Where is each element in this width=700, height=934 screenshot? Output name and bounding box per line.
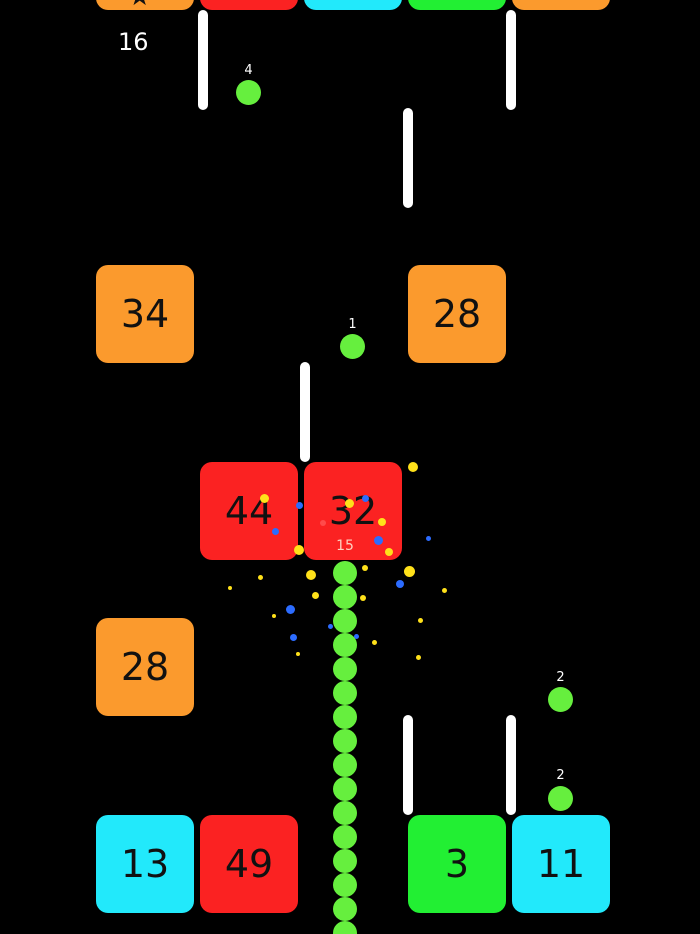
- particle: [260, 494, 269, 503]
- snake-segment: [333, 705, 357, 729]
- pickup-ball: [548, 786, 573, 811]
- particle: [416, 655, 421, 660]
- snake-length: 15: [336, 538, 354, 554]
- particle: [320, 520, 326, 526]
- particle: [286, 605, 295, 614]
- particle: [372, 640, 377, 645]
- pickup-ball: [236, 80, 261, 105]
- block: 3: [408, 815, 506, 913]
- particle: [360, 595, 366, 601]
- snake-segment: [333, 585, 357, 609]
- particle: [426, 536, 431, 541]
- block-top-1: [200, 0, 298, 10]
- snake-segment: [333, 633, 357, 657]
- particle: [258, 575, 263, 580]
- wall: [403, 715, 413, 815]
- block-top-3: [408, 0, 506, 10]
- particle: [362, 495, 369, 502]
- snake-segment: [333, 921, 357, 934]
- particle: [396, 580, 404, 588]
- pickup-value: 4: [244, 63, 253, 78]
- pickup-value: 1: [348, 317, 357, 332]
- pickup-value: 2: [556, 670, 565, 685]
- block-top-4: [512, 0, 610, 10]
- particle: [294, 545, 304, 555]
- wall: [300, 362, 310, 462]
- particle: [378, 518, 386, 526]
- particle: [362, 565, 368, 571]
- snake-segment: [333, 897, 357, 921]
- block: 34: [96, 265, 194, 363]
- snake-segment: [333, 801, 357, 825]
- wall: [403, 108, 413, 208]
- particle: [296, 652, 300, 656]
- block-top-0: [96, 0, 194, 10]
- block: 28: [96, 618, 194, 716]
- pickup-ball: [548, 687, 573, 712]
- block: 32: [304, 462, 402, 560]
- snake-segment: [333, 561, 357, 585]
- snake-segment: [333, 609, 357, 633]
- block: 49: [200, 815, 298, 913]
- snake-segment: [333, 873, 357, 897]
- particle: [374, 536, 383, 545]
- particle: [312, 592, 319, 599]
- snake-segment: [333, 753, 357, 777]
- particle: [408, 462, 418, 472]
- particle: [272, 528, 279, 535]
- snake-segment: [333, 729, 357, 753]
- snake-segment: [333, 849, 357, 873]
- particle: [306, 570, 316, 580]
- block: 11: [512, 815, 610, 913]
- wall: [198, 10, 208, 110]
- block: 44: [200, 462, 298, 560]
- particle: [385, 548, 393, 556]
- block: 13: [96, 815, 194, 913]
- particle: [290, 634, 297, 641]
- snake-segment: [333, 777, 357, 801]
- particle: [354, 634, 359, 639]
- snake-segment: [333, 825, 357, 849]
- wall: [506, 10, 516, 110]
- block-top-2: [304, 0, 402, 10]
- particle: [228, 586, 232, 590]
- wall: [506, 715, 516, 815]
- score-counter: 16: [118, 28, 149, 56]
- particle: [272, 614, 276, 618]
- pickup-ball: [340, 334, 365, 359]
- block: 28: [408, 265, 506, 363]
- particle: [328, 624, 333, 629]
- particle: [442, 588, 447, 593]
- particle: [404, 566, 415, 577]
- particle: [418, 618, 423, 623]
- snake-segment: [333, 681, 357, 705]
- pickup-value: 2: [556, 768, 565, 783]
- particle: [345, 499, 354, 508]
- snake-segment: [333, 657, 357, 681]
- particle: [296, 502, 303, 509]
- star-icon: ★: [128, 0, 151, 12]
